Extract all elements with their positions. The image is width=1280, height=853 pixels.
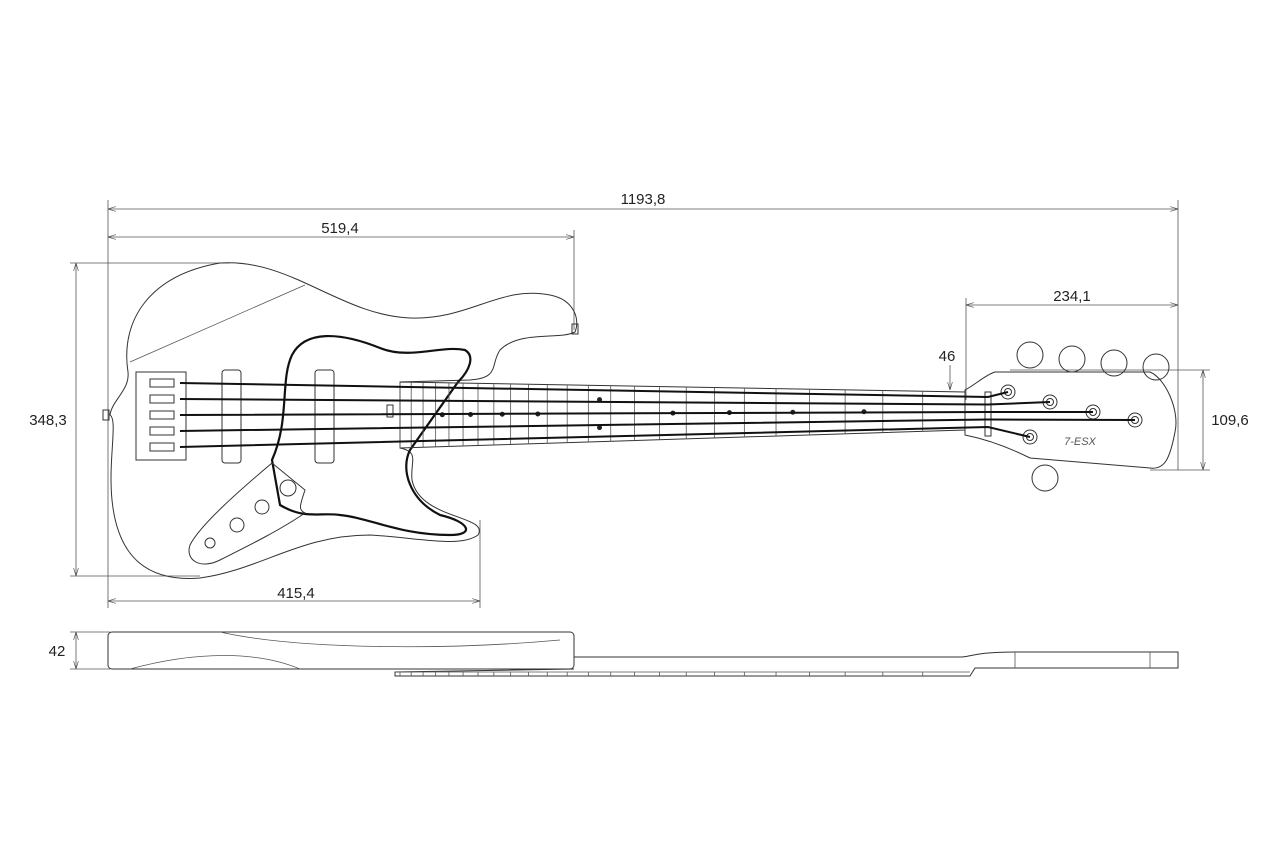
tuner-key [1016,341,1044,369]
dimension-body-thickness: 42 [49,631,110,670]
strings [179,382,1136,448]
bridge [135,371,187,461]
body-contour-line [129,284,306,363]
fret-marker [597,425,603,431]
dimension-body-length: 415,4 [107,420,481,608]
dimension-headstock-length: 234,1 [965,288,1178,400]
headstock-outline [964,371,1177,469]
saddle [149,410,175,420]
string [179,418,1136,432]
saddle [149,442,175,452]
tuner-key [1100,349,1128,377]
string [179,411,1093,416]
strap-button-horn [571,323,579,335]
dim-label-headstock: 234,1 [1053,288,1091,305]
dim-label-headstock-width: 109,6 [1211,412,1249,429]
neck-pickup [314,369,335,464]
fret-marker [597,397,603,403]
dimension-overall-length: 1193,8 [107,191,1179,470]
dim-label-nut: 46 [939,348,956,365]
headstock-logo: 7-ESX [1064,436,1096,448]
pickguard [270,334,472,537]
dimension-body-height: 348,3 [29,262,230,577]
volume-knob-2 [254,499,270,515]
saddle [149,426,175,436]
nut [984,391,992,437]
volume-knob-1 [279,479,297,497]
body-outline [109,262,578,579]
side-view-neck [394,651,1179,677]
dimension-nut-width: 46 [939,348,956,390]
string [179,382,1009,399]
tuner-key [1142,353,1170,381]
side-contour-bottom [129,655,301,670]
side-fret-ticks [399,672,924,676]
bridge-saddles [149,378,175,452]
string [179,398,1051,406]
tuner-key [1031,464,1059,492]
tuner-key [1058,345,1086,373]
tuner-post [1000,384,1016,400]
tone-knob [229,517,245,533]
strap-button [102,409,110,421]
dim-label-horn: 519,4 [321,220,359,237]
saddle [149,394,175,404]
bridge-pickup [221,369,242,464]
dim-label-thickness: 42 [49,643,66,660]
dim-label-body-length: 415,4 [277,585,315,602]
dim-label-body-height: 348,3 [29,412,67,429]
truss-rod-access [386,404,394,418]
dimension-headstock-width: 109,6 [1010,369,1249,471]
saddle [149,378,175,388]
control-plate [188,462,307,565]
dimension-body-to-horn: 519,4 [108,220,575,330]
dim-label-overall: 1193,8 [621,191,666,208]
side-view-body [107,631,575,670]
output-jack [204,537,216,549]
tuner-post [1022,429,1038,445]
string [179,425,1031,448]
tuners [1000,341,1170,492]
side-contour-top [219,631,561,648]
